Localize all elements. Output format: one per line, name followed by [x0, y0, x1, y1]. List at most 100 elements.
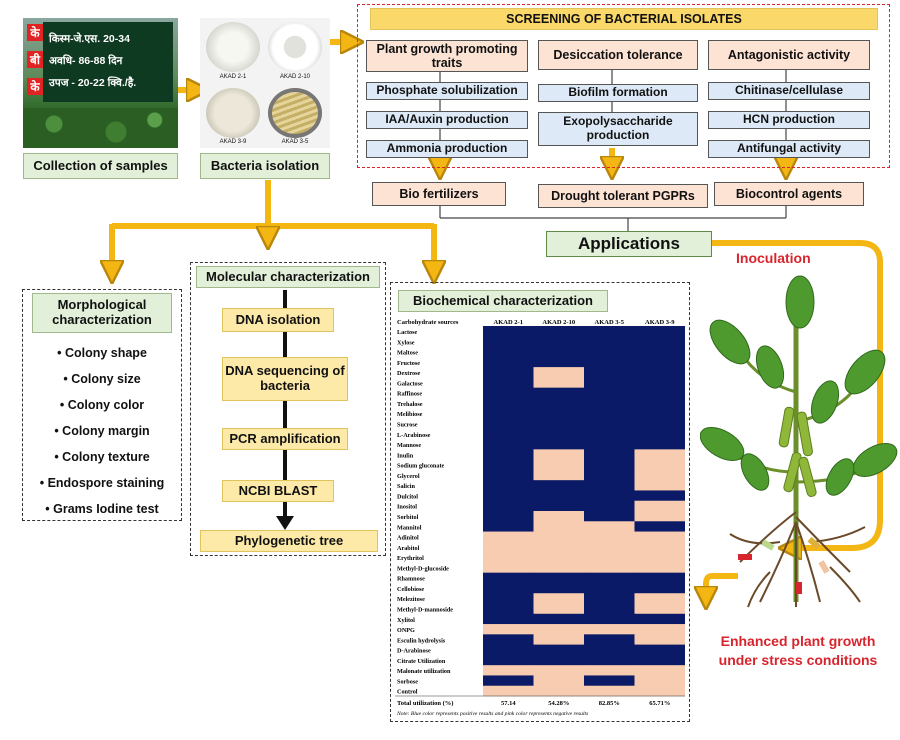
- table-row-label: Malonate utilization: [397, 668, 451, 675]
- heatmap-cell: [584, 511, 635, 522]
- heatmap-cell: [634, 572, 685, 584]
- heatmap-cell: [483, 654, 534, 666]
- heatmap-cell: [634, 593, 685, 604]
- table-row-label: Mannose: [397, 442, 421, 449]
- heatmap-cell: [634, 397, 685, 409]
- heatmap-cell: [483, 367, 534, 378]
- heatmap-cell: [483, 541, 534, 553]
- table-total-value: 65.71%: [649, 700, 670, 707]
- heatmap-cell: [533, 521, 585, 532]
- table-total-value: 57.14: [501, 700, 516, 707]
- table-row-label: Fructose: [397, 360, 420, 367]
- heatmap-cell: [584, 603, 635, 615]
- heatmap-cell: [584, 346, 635, 358]
- heatmap-cell: [483, 582, 534, 594]
- morphological-title: Morphological characterization: [32, 293, 172, 333]
- table-row-label: Melezitose: [397, 596, 425, 603]
- molecular-flow-line: [283, 290, 287, 522]
- heatmap-cell: [634, 449, 685, 461]
- heatmap-cell: [584, 562, 635, 574]
- mol-step-1: DNA isolation: [222, 308, 334, 332]
- table-row-label: Lactose: [397, 329, 418, 336]
- heatmap-cell: [533, 500, 585, 512]
- table-total-value: 82.85%: [599, 700, 620, 707]
- table-row-label: Rhamnose: [397, 576, 425, 583]
- heatmap-cell: [634, 377, 685, 389]
- collection-label: Collection of samples: [23, 153, 178, 179]
- screen-col3-item2: HCN production: [708, 111, 870, 129]
- heatmap-cell: [533, 387, 585, 399]
- signboard: [43, 22, 173, 102]
- heatmap-cell: [483, 490, 534, 502]
- heatmap-cell: [533, 377, 585, 389]
- table-row-label: Dextrose: [397, 370, 421, 377]
- heatmap-cell: [533, 449, 585, 461]
- heatmap-cell: [634, 356, 685, 368]
- plate-label-4: AKAD 3-5: [281, 139, 309, 145]
- heatmap-cell: [634, 459, 685, 471]
- heatmap-cell: [634, 511, 685, 522]
- heatmap-cell: [634, 552, 685, 563]
- table-header-isolate: AKAD 2-10: [542, 319, 575, 326]
- heatmap-cell: [483, 469, 534, 481]
- enhanced-line-2: under stress conditions: [718, 652, 878, 668]
- heatmap-cell: [533, 572, 585, 584]
- heatmap-cell: [634, 654, 685, 666]
- table-row-label: Xylitol: [397, 617, 415, 624]
- heatmap-cell: [634, 346, 685, 358]
- table-row-label: Sorbose: [397, 678, 418, 685]
- heatmap-cell: [584, 408, 635, 419]
- table-row-label: Xylose: [397, 339, 415, 346]
- heatmap-cell: [483, 593, 534, 604]
- sign-letter-1: के: [27, 24, 43, 41]
- table-row-label: Salicin: [397, 483, 415, 490]
- heatmap-cell: [483, 665, 534, 676]
- heatmap-cell: [533, 397, 585, 409]
- sign-line-1: किस्म-जे.एस. 20-34: [49, 33, 130, 45]
- screen-col2-header: Desiccation tolerance: [538, 40, 698, 70]
- table-header-isolate: AKAD 2-1: [494, 319, 523, 326]
- biochemical-frame: [390, 282, 690, 722]
- heatmap-cell: [634, 675, 685, 687]
- table-row-label: Citrate Utilization: [397, 658, 446, 665]
- heatmap-cell: [483, 439, 534, 450]
- table-note: Note: Blue color represents positive res…: [396, 711, 588, 717]
- heatmap-cell: [483, 644, 534, 656]
- heatmap-cell: [584, 469, 635, 481]
- heatmap-cell: [634, 603, 685, 615]
- table-row-label: Raffinose: [397, 391, 422, 398]
- heatmap-cell: [483, 613, 534, 625]
- heatmap-cell: [634, 439, 685, 450]
- isolation-label: Bacteria isolation: [200, 153, 330, 179]
- heatmap-cell: [584, 449, 635, 461]
- heatmap-cell: [584, 665, 635, 676]
- morph-item: Grams Iodine test: [24, 496, 180, 522]
- heatmap-cell: [533, 418, 585, 430]
- enhanced-line-1: Enhanced plant growth: [720, 633, 876, 649]
- table-row-label: Erythritol: [397, 555, 424, 562]
- plant-roots: [729, 511, 866, 608]
- heatmap-cell: [483, 449, 534, 461]
- result-biofertilizers: Bio fertilizers: [372, 182, 506, 206]
- heatmap-cell: [483, 418, 534, 430]
- heatmap-cell: [584, 593, 635, 604]
- heatmap-cell: [533, 336, 585, 347]
- heatmap-cell: [634, 521, 685, 532]
- heatmap-cell: [533, 562, 585, 574]
- table-row-label: Arabitol: [397, 545, 420, 552]
- heatmap-cell: [584, 397, 635, 409]
- heatmap-cell: [584, 644, 635, 656]
- screen-col3-item1: Chitinase/cellulase: [708, 82, 870, 100]
- heatmap-cell: [533, 624, 585, 635]
- heatmap-cell: [584, 531, 635, 543]
- plate-4: [268, 88, 322, 138]
- morph-item: Endospore staining: [24, 470, 180, 496]
- table-row-label: Control: [397, 689, 418, 696]
- heatmap-cell: [533, 408, 585, 419]
- table-total-label: Total utilization (%): [397, 700, 453, 707]
- plate-label-3: AKAD 3-9: [219, 139, 247, 145]
- table-row-label: Trehalose: [397, 401, 423, 408]
- morph-item: Colony margin: [24, 418, 180, 444]
- table-row-label: Sucrose: [397, 422, 418, 429]
- plate-1: [206, 22, 260, 72]
